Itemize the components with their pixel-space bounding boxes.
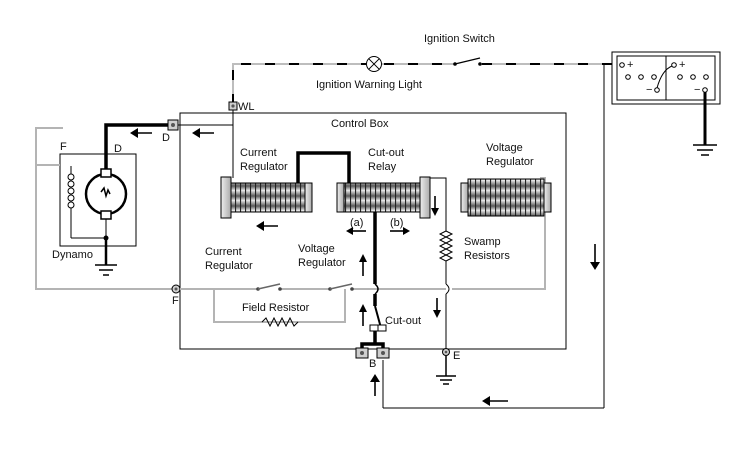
voltage-regulator-coil — [460, 178, 552, 217]
shunt-coil-wire — [430, 177, 447, 231]
dynamo-f-terminal-label: F — [60, 141, 67, 153]
ignition-feed-wire — [232, 63, 612, 106]
internal-d-bus — [178, 110, 234, 126]
current-flow-arrow-left-bottom — [482, 396, 508, 406]
current-flow-arrow-up-cutout-upper — [359, 254, 367, 276]
wl-terminal — [228, 101, 238, 111]
battery-minus-2: − — [694, 84, 700, 96]
current-regulator-contacts-icon — [256, 283, 282, 291]
cutout-label: Cut-out — [385, 315, 421, 327]
ignition-warning-light-icon — [366, 56, 382, 72]
battery-earth-icon — [693, 92, 717, 156]
battery-minus-1: − — [646, 84, 652, 96]
dynamo-label: Dynamo — [52, 249, 93, 261]
field-resistor-label: Field Resistor — [242, 302, 310, 314]
field-wire — [35, 127, 63, 166]
swamp-resistors-icon — [438, 230, 454, 268]
cutout-relay-coil — [336, 176, 431, 219]
crossover-hop-cutout — [374, 283, 379, 295]
e-terminal — [442, 348, 450, 356]
cutout-to-b-wire — [360, 331, 385, 350]
ignition-warning-light-label: Ignition Warning Light — [316, 79, 422, 91]
flux-a-label: (a) — [350, 217, 363, 229]
series-winding-wire — [296, 151, 351, 183]
voltage-regulator-contacts-icon — [328, 283, 354, 291]
control-box-f-terminal-label: F — [172, 295, 179, 307]
current-flow-arrow-down-right — [590, 244, 600, 270]
armature-icon — [84, 168, 128, 220]
dynamo-earth-icon — [95, 238, 117, 276]
b-terminal — [355, 347, 390, 359]
battery-plus-1: + — [627, 59, 633, 71]
f-terminal — [171, 284, 181, 294]
control-box-d-terminal-label: D — [162, 132, 170, 144]
d-output-wire — [104, 123, 173, 169]
current-flow-arrow-down-earth — [433, 298, 441, 318]
battery-plus-2: + — [679, 59, 685, 71]
battery-feed-wire — [382, 64, 605, 409]
current-regulator-coil — [220, 176, 313, 219]
current-flow-arrow-cr-left — [256, 221, 278, 231]
current-flow-arrow-d-left — [130, 128, 152, 138]
crossover-hop — [445, 283, 450, 295]
flux-b-label: (b) — [390, 217, 403, 229]
cutout-contacts-icon — [369, 305, 387, 332]
field-resistor-icon — [261, 316, 299, 328]
current-flow-arrow-into-box — [192, 128, 214, 138]
d-terminal — [167, 119, 179, 131]
current-flow-arrow-down-shunt — [431, 196, 439, 216]
control-box-outline — [179, 112, 567, 350]
current-flow-arrow-up-b — [370, 374, 380, 396]
control-box-earth-icon — [436, 356, 456, 385]
ignition-switch-label: Ignition Switch — [424, 33, 495, 45]
wl-terminal-label: WL — [238, 101, 255, 113]
dynamo — [59, 153, 137, 247]
flux-arrow-a — [346, 227, 366, 235]
e-terminal-label: E — [453, 350, 460, 362]
dynamo-d-terminal-label: D — [114, 143, 122, 155]
current-flow-arrow-up-cutout-lower — [359, 304, 367, 326]
b-terminal-label: B — [369, 358, 376, 370]
control-box-label: Control Box — [331, 118, 389, 130]
flux-arrow-b — [390, 227, 410, 235]
field-wire-lower — [35, 128, 172, 290]
field-winding-icon — [67, 166, 106, 239]
ignition-switch-icon — [453, 57, 482, 66]
battery: + − + − — [611, 51, 721, 105]
